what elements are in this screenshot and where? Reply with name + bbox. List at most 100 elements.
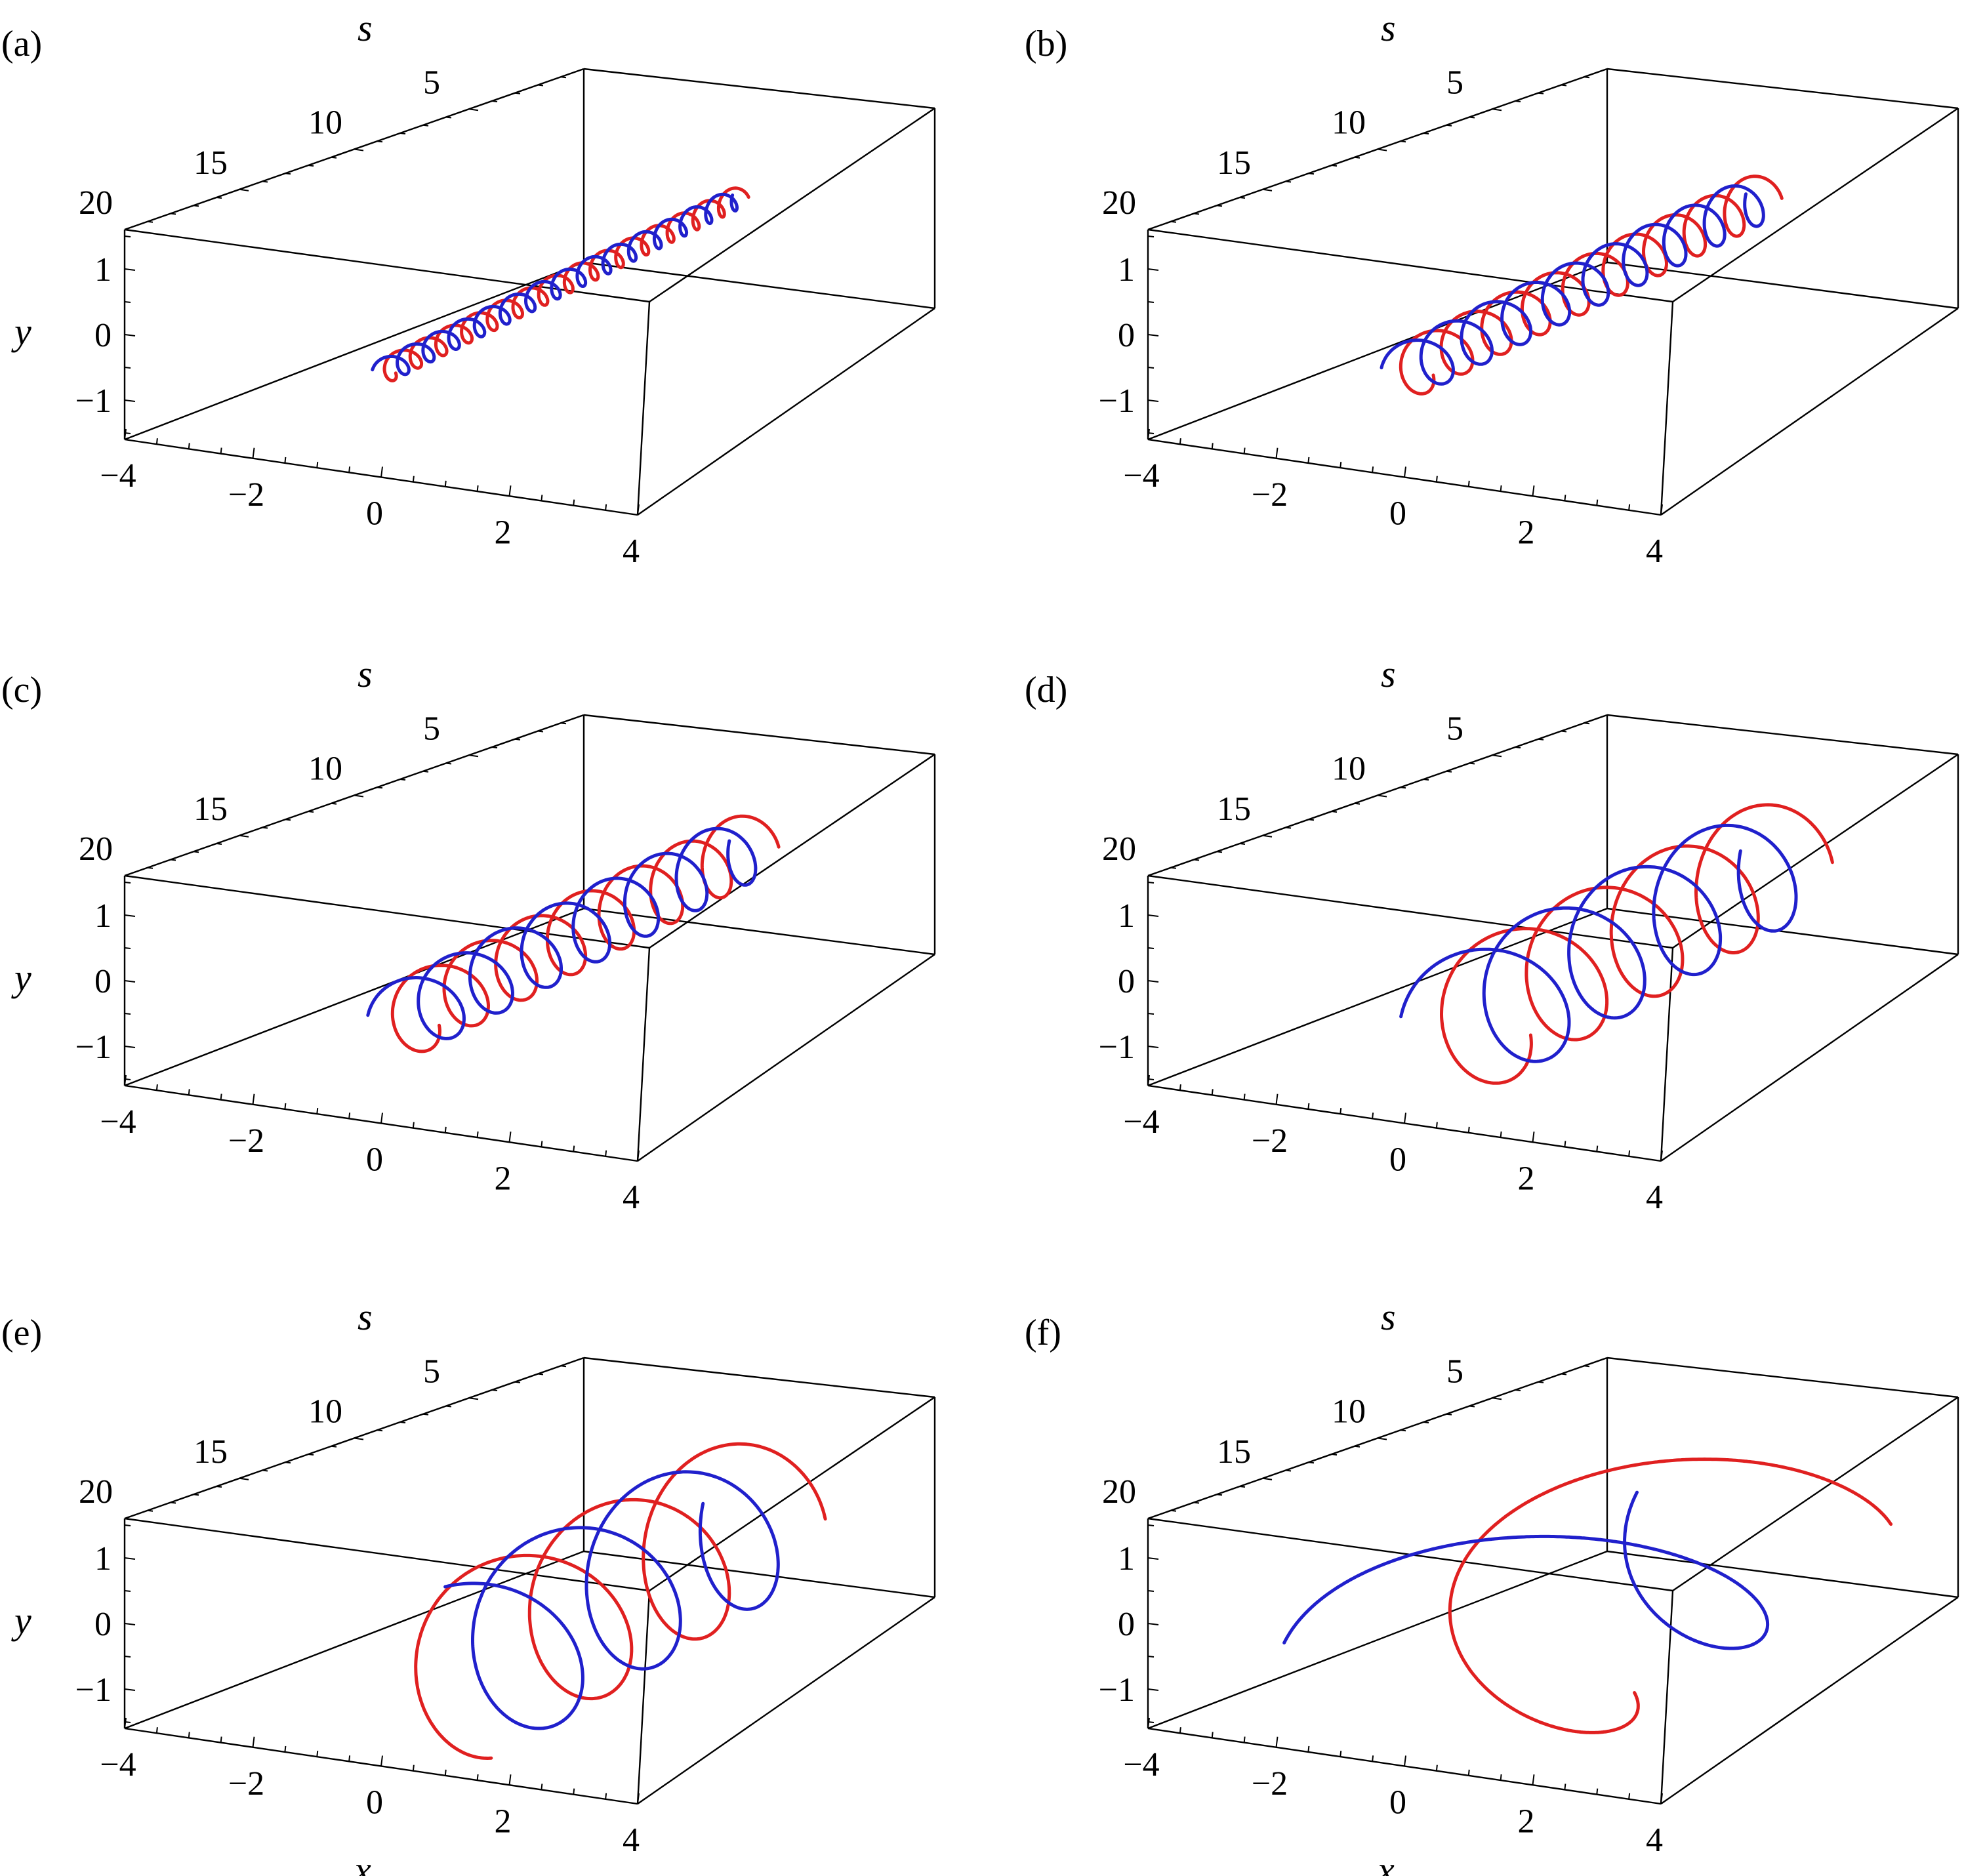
x-tick-label: 2 bbox=[1518, 514, 1535, 551]
x-tick bbox=[508, 1132, 512, 1143]
x-tick-label: −4 bbox=[1123, 1103, 1159, 1141]
s-minor-tick bbox=[331, 156, 337, 159]
y-tick-label: −1 bbox=[1099, 1029, 1135, 1066]
y-tick bbox=[124, 1557, 136, 1560]
y-tick bbox=[124, 980, 136, 983]
s-tick bbox=[468, 1397, 479, 1400]
y-tick bbox=[124, 399, 136, 402]
x-tick bbox=[1660, 1793, 1663, 1805]
s-minor-tick bbox=[1446, 770, 1452, 773]
x-minor-tick bbox=[1179, 438, 1181, 445]
y-minor-tick bbox=[124, 1524, 131, 1526]
x-tick-label: 4 bbox=[1646, 1179, 1663, 1216]
x-tick bbox=[1404, 466, 1406, 478]
x-tick bbox=[1147, 428, 1150, 440]
box-edge bbox=[1660, 308, 1959, 516]
box-edge bbox=[124, 261, 584, 441]
panel-label: (e) bbox=[1, 1313, 42, 1353]
s-minor-tick bbox=[514, 92, 521, 94]
helix-series-blue bbox=[1399, 823, 1798, 1063]
s-minor-tick bbox=[285, 1461, 291, 1464]
s-minor-tick bbox=[1308, 819, 1315, 821]
s-minor-tick bbox=[377, 786, 383, 789]
y-tick-label: 0 bbox=[94, 963, 112, 1000]
s-tick-label: 5 bbox=[423, 64, 440, 101]
helix-series-blue bbox=[1282, 1490, 1770, 1650]
box-edge bbox=[1660, 301, 1674, 516]
y-minor-tick bbox=[124, 882, 131, 884]
box-edge bbox=[1147, 907, 1608, 1087]
box-edge bbox=[1606, 261, 1959, 310]
s-axis-label: s bbox=[1381, 653, 1396, 695]
panel-label: (d) bbox=[1025, 670, 1067, 710]
x-minor-tick bbox=[1500, 485, 1502, 492]
y-minor-tick bbox=[1147, 235, 1155, 237]
s-minor-tick bbox=[1446, 1413, 1452, 1416]
x-minor-tick bbox=[573, 499, 575, 506]
y-tick-label: −1 bbox=[75, 1671, 112, 1709]
helix-series-blue bbox=[371, 192, 739, 377]
x-tick-label: 4 bbox=[1646, 1822, 1663, 1859]
s-minor-tick bbox=[1515, 1389, 1521, 1391]
x-tick bbox=[1532, 485, 1535, 497]
x-minor-tick bbox=[1307, 457, 1310, 464]
x-minor-tick bbox=[412, 1122, 415, 1128]
x-tick-label: 0 bbox=[1389, 495, 1406, 533]
x-tick bbox=[637, 1150, 640, 1162]
box-edge bbox=[1660, 954, 1959, 1162]
x-tick bbox=[1275, 447, 1279, 459]
s-minor-tick bbox=[1400, 140, 1406, 143]
s-minor-tick bbox=[1331, 1454, 1338, 1456]
y-tick-label: 1 bbox=[1118, 251, 1135, 289]
s-minor-tick bbox=[1239, 197, 1246, 199]
box-edge bbox=[583, 261, 935, 310]
s-minor-tick bbox=[308, 811, 314, 813]
s-minor-tick bbox=[422, 770, 429, 773]
helix-series-blue bbox=[443, 1470, 780, 1730]
x-tick-label: 2 bbox=[1518, 1803, 1535, 1840]
y-tick-label: −1 bbox=[75, 1029, 112, 1066]
y-minor-tick bbox=[1147, 1524, 1155, 1526]
box-edge bbox=[583, 1550, 935, 1599]
s-minor-tick bbox=[1515, 746, 1521, 748]
s-tick-label: 15 bbox=[1217, 1433, 1251, 1471]
x-tick-label: 0 bbox=[366, 1784, 383, 1822]
x-tick-label: −2 bbox=[1252, 476, 1288, 514]
s-minor-tick bbox=[170, 859, 176, 861]
s-axis-label: s bbox=[1381, 1295, 1396, 1338]
x-tick-label: 0 bbox=[366, 1141, 383, 1179]
x-minor-tick bbox=[541, 495, 543, 501]
s-tick bbox=[124, 1518, 134, 1520]
y-minor-tick bbox=[1147, 1013, 1155, 1015]
s-minor-tick bbox=[308, 1454, 314, 1456]
box-edge bbox=[636, 1590, 651, 1805]
x-tick-label: 2 bbox=[495, 514, 512, 551]
x-minor-tick bbox=[1372, 466, 1374, 473]
s-tick bbox=[1262, 834, 1273, 838]
s-tick bbox=[1147, 875, 1158, 878]
s-tick-label: 20 bbox=[79, 830, 113, 868]
box-edge bbox=[637, 308, 935, 516]
x-minor-tick bbox=[1243, 447, 1246, 454]
x-minor-tick bbox=[348, 1755, 351, 1762]
s-minor-tick bbox=[1216, 1494, 1223, 1496]
s-tick bbox=[1262, 1477, 1273, 1480]
s-minor-tick bbox=[399, 779, 406, 781]
y-tick-label: 0 bbox=[94, 317, 112, 354]
box-edge bbox=[583, 907, 935, 956]
s-minor-tick bbox=[399, 1421, 406, 1423]
x-minor-tick bbox=[220, 1736, 222, 1743]
x-tick-label: −2 bbox=[1252, 1765, 1288, 1803]
s-tick bbox=[354, 794, 364, 798]
x-minor-tick bbox=[541, 1141, 543, 1147]
box-edge bbox=[583, 68, 935, 110]
x-tick bbox=[380, 1112, 383, 1124]
s-tick-label: 20 bbox=[1102, 830, 1136, 868]
x-tick-label: 4 bbox=[623, 533, 640, 570]
x-tick bbox=[1147, 1074, 1150, 1086]
box-edge bbox=[649, 1397, 935, 1591]
s-minor-tick bbox=[285, 819, 291, 821]
s-minor-tick bbox=[445, 1405, 452, 1408]
